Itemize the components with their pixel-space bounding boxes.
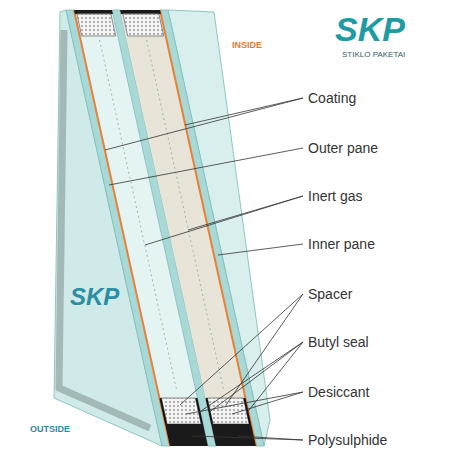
- leader-line: [218, 244, 303, 255]
- leader-line: [210, 342, 304, 412]
- leader-line: [238, 436, 303, 440]
- glass-logo: SKP: [70, 283, 119, 311]
- leader-line: [185, 98, 303, 125]
- part-label: Coating: [308, 90, 356, 106]
- leader-line: [232, 392, 303, 414]
- part-label: Inert gas: [308, 188, 362, 204]
- leader-line: [145, 196, 303, 245]
- polysulphide: [74, 10, 113, 14]
- spacer-edge: [100, 40, 177, 390]
- spacer-desiccant: [161, 398, 201, 424]
- brand-tagline: STIKLO PAKETAI: [342, 50, 405, 59]
- part-label: Inner pane: [308, 236, 375, 252]
- part-label: Spacer: [308, 286, 352, 302]
- leader-line: [105, 98, 303, 150]
- butyl-seal: [160, 398, 166, 424]
- spacer-desiccant: [123, 14, 164, 36]
- side-label: OUTSIDE: [30, 424, 70, 434]
- leader-line: [109, 148, 303, 185]
- part-label: Butyl seal: [308, 334, 369, 350]
- leader-line: [248, 342, 304, 412]
- leader-line: [186, 392, 303, 414]
- part-label: Polysulphide: [308, 432, 387, 448]
- leader-line: [188, 196, 303, 230]
- inner-pane: [160, 10, 264, 446]
- part-label: Outer pane: [308, 140, 378, 156]
- spacer-desiccant: [77, 14, 116, 36]
- polysulphide: [120, 10, 161, 14]
- coating-line: [160, 10, 256, 446]
- spacer-edge: [147, 40, 224, 390]
- polysulphide: [165, 424, 208, 446]
- coating-line: [74, 10, 170, 446]
- polysulphide: [211, 424, 256, 446]
- gas-cavity: [120, 10, 256, 446]
- side-label: INSIDE: [232, 40, 262, 50]
- brand-logo: SKP: [335, 10, 405, 49]
- part-label: Desiccant: [308, 384, 369, 400]
- leader-line: [192, 436, 303, 440]
- leader-lines: [105, 98, 303, 440]
